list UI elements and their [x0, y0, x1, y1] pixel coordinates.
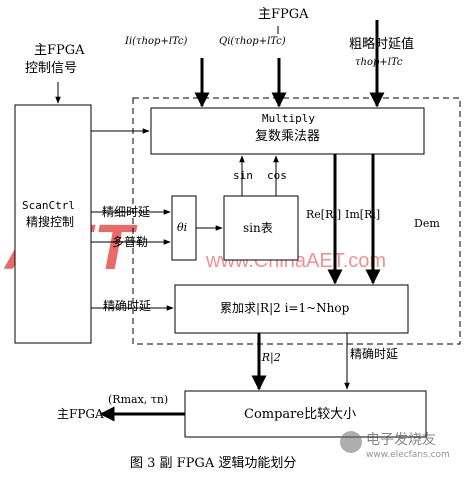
main-fpga-out-label: 主FPGA: [57, 407, 104, 421]
accumulator-label: 累加求|R|2 i=1~Nhop: [220, 301, 350, 315]
scanctrl-title: ScanCtrl: [22, 199, 75, 212]
dem-boundary: [132, 97, 461, 345]
elecfans-url-watermark: www.elecfans.com: [366, 450, 450, 460]
coarse-delay-label: 粗略时延值: [349, 37, 415, 52]
rmax-label: (Rmax, τn): [108, 393, 169, 406]
multiply-title: Multiply: [262, 112, 315, 125]
dem-label: Dem: [414, 217, 440, 230]
r2-label: |R|2: [258, 351, 281, 364]
sin-label: sin: [233, 169, 253, 182]
multiply-block: [150, 107, 425, 155]
i-signal-label: Ii(τhop+lTc): [125, 36, 188, 47]
elecfans-brand-watermark: 电子发烧友: [366, 432, 436, 448]
theta-label: θi: [177, 221, 188, 234]
fine-delay-3-label: 精确时延: [350, 347, 399, 361]
cos-label: cos: [267, 169, 287, 182]
doppler-label: 多普勒: [112, 235, 149, 249]
main-fpga-top-label: 主FPGA: [258, 7, 309, 22]
multiply-subtitle: 复数乘法器: [255, 129, 321, 144]
accumulator-block: [174, 284, 409, 334]
sin-table-block: [223, 195, 299, 261]
figure-caption: 图 3 副 FPGA 逻辑功能划分: [130, 456, 297, 471]
im-label: Im[Ri]: [345, 208, 381, 221]
re-label: Re[Ri]: [306, 208, 342, 221]
fine-delay-label: 精细时延: [102, 205, 151, 219]
compare-label: Compare比较大小: [244, 407, 357, 422]
ctrl-signal-label-1: 主FPGA: [34, 43, 85, 58]
elecfans-logo-icon: [340, 431, 362, 453]
theta-block: [171, 195, 197, 261]
sin-table-label: sin表: [243, 221, 273, 235]
scanctrl-block: [14, 104, 92, 344]
q-signal-label: Qi(τhop+lTc): [219, 36, 286, 47]
fine-delay-2-label: 精确时延: [103, 299, 152, 313]
ctrl-signal-label-2: 控制信号: [25, 61, 78, 76]
scanctrl-subtitle: 精搜控制: [26, 215, 75, 229]
tau-expr-label: τhop+lTc: [355, 57, 403, 68]
